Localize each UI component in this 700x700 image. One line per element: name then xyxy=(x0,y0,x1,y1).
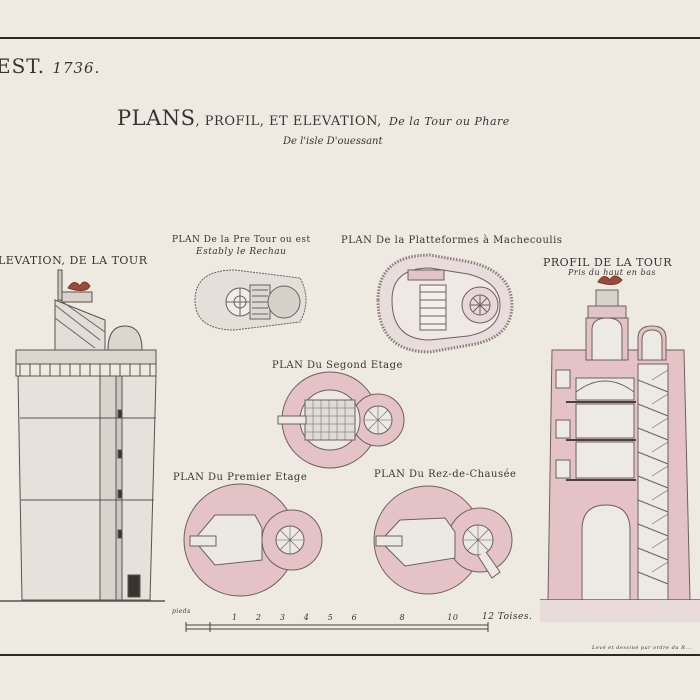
scale-tick-label: 6 xyxy=(351,613,358,622)
bottom-border-line xyxy=(0,654,700,656)
elevation-drawing xyxy=(0,269,165,602)
flame-icon xyxy=(67,281,91,292)
scale-bar xyxy=(185,622,489,632)
scale-tick-label: 1 xyxy=(232,613,238,622)
label-ground-floor: PLAN Du Rez-de-Chausée xyxy=(374,469,517,480)
label-first-floor: PLAN Du Premier Etage xyxy=(173,472,308,483)
label-plan-platform: PLAN De la Platteformes à Machecoulis xyxy=(341,235,563,246)
scale-tick-label: 2 xyxy=(255,613,262,622)
scale-tick-label: 3 xyxy=(279,613,286,622)
label-profile-sub: Pris du haut en bas xyxy=(568,268,656,277)
main-title-rest: , PROFIL, ET ELEVATION, xyxy=(195,114,382,129)
label-profile: PROFIL DE LA TOUR xyxy=(543,256,672,269)
label-second-floor: PLAN Du Segond Etage xyxy=(272,360,403,371)
main-title: PLANS, PROFIL, ET ELEVATION, De la Tour … xyxy=(117,106,510,130)
plan-ground-floor xyxy=(373,485,513,595)
plan-second-floor xyxy=(277,371,405,469)
plan-first-floor xyxy=(183,483,323,597)
scale-tick-label: 4 xyxy=(303,613,310,622)
corner-title: EST. 1736. xyxy=(0,54,100,78)
flame-icon xyxy=(597,275,623,286)
label-plan-first-tower-2: Estably le Rechau xyxy=(196,247,287,257)
corner-title-text: EST. xyxy=(0,54,46,78)
profile-drawing xyxy=(540,275,700,622)
scale-unit-label: 12 Toises. xyxy=(482,612,533,622)
main-title-tail: De la Tour ou Phare xyxy=(388,115,510,128)
plan-first-tower xyxy=(194,269,307,331)
scale-left-label: pieds xyxy=(172,608,191,615)
label-plan-first-tower: PLAN De la Pre Tour ou est xyxy=(172,235,311,245)
main-title-word: PLANS xyxy=(117,106,196,130)
scale-tick-label: 10 xyxy=(447,613,459,622)
top-border-line xyxy=(0,37,700,39)
corner-year: 1736. xyxy=(52,59,101,77)
scale-tick-label: 8 xyxy=(399,613,406,622)
scale-tick-label: 5 xyxy=(327,613,334,622)
label-elevation: LEVATION, DE LA TOUR xyxy=(0,254,148,267)
footer-note: Levé et dessiné par ordre du R... xyxy=(592,645,692,651)
subtitle: De l'isle D'ouessant xyxy=(283,136,383,147)
plan-platform xyxy=(376,253,514,354)
